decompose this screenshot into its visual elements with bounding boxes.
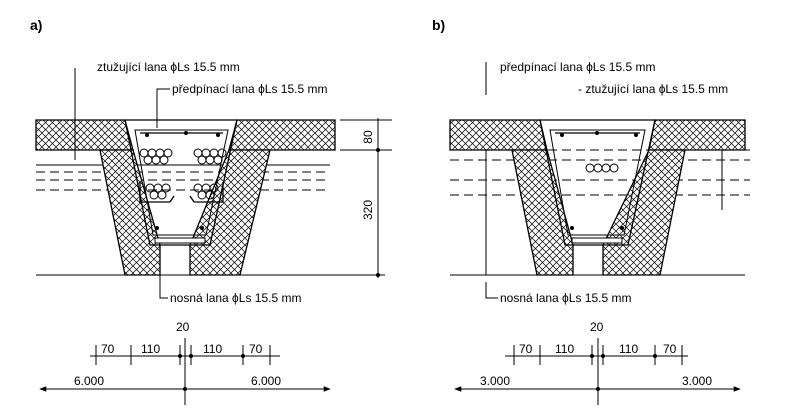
panel-b-bearing-leader bbox=[485, 282, 498, 299]
panel-b: b) předpínací lana ϕLs 15.5 bbox=[432, 17, 750, 405]
panel-a-span-left: 6.000 bbox=[74, 374, 104, 388]
panel-a: a) bbox=[30, 17, 392, 405]
panel-a-left-web bbox=[99, 149, 161, 276]
panel-a-rebar-3 bbox=[216, 133, 220, 137]
panel-a-right-deck bbox=[228, 119, 336, 151]
panel-b-span-left: 3.000 bbox=[480, 374, 510, 388]
panel-a-vdim-dot-mid bbox=[376, 148, 380, 152]
panel-b-dim-3: 110 bbox=[619, 342, 638, 356]
panel-a-right-web bbox=[189, 149, 271, 276]
panel-a-dim-2: 110 bbox=[141, 342, 160, 356]
panel-a-label: a) bbox=[30, 17, 42, 33]
panel-b-u-shell bbox=[539, 119, 656, 246]
panel-a-dim-web: 320 bbox=[361, 200, 375, 220]
panel-a-rebar-1 bbox=[145, 133, 149, 137]
panel-b-bottom-plate bbox=[571, 237, 623, 244]
panel-a-prestressing-leader bbox=[156, 88, 170, 128]
panel-a-stirrup bbox=[134, 129, 229, 236]
panel-b-prestressing-label: předpínací lana ϕLs 15.5 mm bbox=[500, 60, 655, 74]
panel-b-span-dot bbox=[596, 387, 600, 391]
panel-b-rebar-2 bbox=[595, 131, 599, 135]
panel-b-dim-top: 20 bbox=[590, 320, 604, 334]
panel-a-span-dot bbox=[183, 387, 187, 391]
panel-b-left-web bbox=[511, 149, 574, 276]
panel-a-dim-deck: 80 bbox=[361, 130, 375, 144]
panel-b-hdim-dot-1 bbox=[590, 354, 594, 358]
panel-a-strand-bundle-2 bbox=[193, 148, 227, 165]
panel-a-strand-bundle-3 bbox=[145, 183, 171, 200]
panel-a-vdim-dot-bottom bbox=[376, 273, 380, 277]
panel-b-stirrup bbox=[549, 129, 646, 236]
panel-a-rebar-2 bbox=[184, 131, 188, 135]
panel-b-stiffening-label: - ztužující lana ϕLs 15.5 mm bbox=[578, 82, 728, 96]
panel-b-right-web bbox=[602, 149, 686, 276]
panel-b-dim-4: 70 bbox=[663, 342, 677, 356]
panel-b-strand-bundle bbox=[585, 163, 619, 173]
panel-a-hdim-dot-2 bbox=[189, 354, 193, 358]
panel-b-dim-2: 110 bbox=[555, 342, 574, 356]
panel-a-u-shell bbox=[124, 119, 238, 246]
panel-a-span-right: 6.000 bbox=[251, 374, 281, 388]
panel-a-hdim-dot-3 bbox=[241, 354, 245, 358]
panel-a-bottom-plate bbox=[154, 237, 206, 244]
panel-a-dim-3: 110 bbox=[203, 342, 222, 356]
panel-b-hdim-dot-3 bbox=[653, 354, 657, 358]
panel-b-rebar-4 bbox=[570, 226, 574, 230]
panel-a-prestressing-label: předpínací lana ϕLs 15.5 mm bbox=[172, 82, 327, 96]
panel-a-strand-bundle-4 bbox=[193, 183, 219, 200]
panel-a-bearing-label: nosná lana ϕLs 15.5 mm bbox=[170, 291, 301, 305]
panel-b-dim-1: 70 bbox=[519, 342, 533, 356]
panel-a-left-deck bbox=[35, 119, 134, 151]
panel-a-anchor-hook-left bbox=[139, 182, 175, 203]
panel-a-bearing-leader bbox=[159, 245, 168, 299]
panel-b-hdim-dot-2 bbox=[601, 354, 605, 358]
panel-b-left-deck bbox=[449, 119, 548, 151]
panel-b-right-deck bbox=[648, 119, 746, 151]
panel-a-stiffening-label: ztužující lana ϕLs 15.5 mm bbox=[97, 60, 240, 74]
panel-b-span-right: 3.000 bbox=[682, 374, 712, 388]
panel-b-rebar-5 bbox=[620, 226, 624, 230]
panel-a-dim-1: 70 bbox=[101, 342, 115, 356]
panel-b-bearing-label: nosná lana ϕLs 15.5 mm bbox=[500, 291, 631, 305]
panel-a-rebar-4 bbox=[155, 226, 159, 230]
panel-b-rebar-1 bbox=[560, 133, 564, 137]
panel-a-hdim-dot-1 bbox=[178, 354, 182, 358]
panel-a-dim-top: 20 bbox=[176, 320, 190, 334]
panel-a-rebar-5 bbox=[200, 226, 204, 230]
panel-b-rebar-3 bbox=[634, 133, 638, 137]
panel-a-strand-bundle-1 bbox=[139, 148, 173, 165]
panel-a-anchor-hook-right bbox=[189, 182, 224, 203]
panel-a-dim-4: 70 bbox=[249, 342, 263, 356]
panel-b-label: b) bbox=[432, 17, 445, 33]
